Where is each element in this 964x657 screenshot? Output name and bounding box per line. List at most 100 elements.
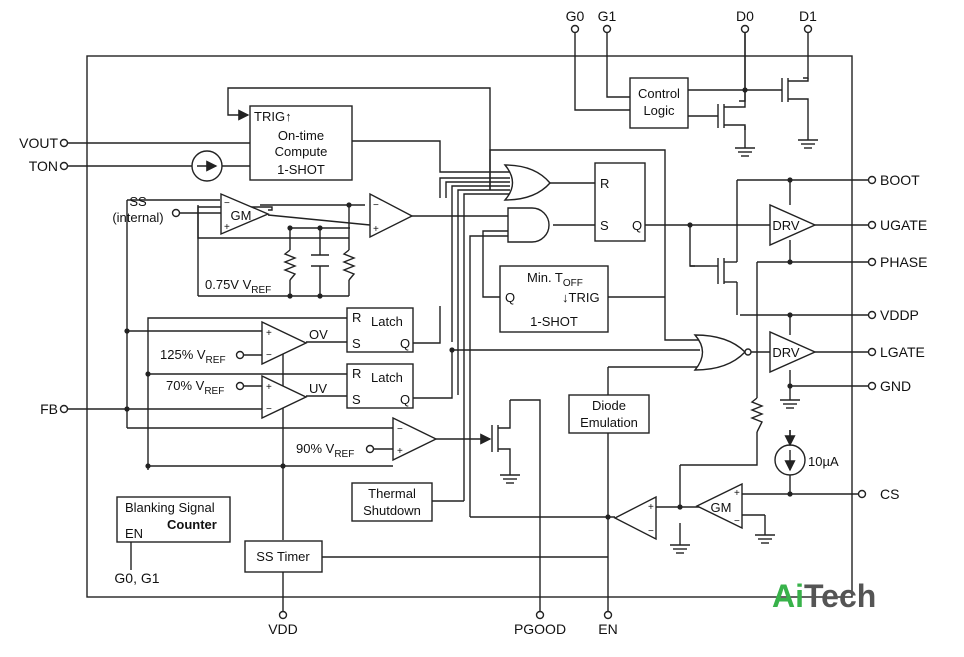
blanking-label-2: Counter: [167, 517, 217, 532]
ov-latch-q: Q: [400, 336, 410, 351]
blanking-label-1: Blanking Signal: [125, 500, 215, 515]
svg-text:−: −: [397, 424, 403, 435]
lgate-drv-label: DRV: [772, 345, 800, 360]
resistor-1: [283, 249, 297, 281]
svg-text:+: +: [734, 488, 740, 499]
svg-text:−: −: [224, 198, 230, 209]
uv-latch-s: S: [352, 392, 361, 407]
uv-comparator: [261, 374, 308, 420]
pin-g1-label: G1: [598, 8, 617, 24]
mintoff-label: Min. TOFF: [527, 270, 583, 289]
gm-amplifier-cs: [695, 482, 743, 530]
gnd-symbol-zc: [670, 544, 690, 554]
pin-ss-internal: [171, 208, 181, 218]
ss-timer-block: [244, 540, 323, 573]
sr-flipflop: [594, 162, 646, 242]
mintoff-q-label: Q: [505, 290, 515, 305]
uv-latch-q: Q: [400, 392, 410, 407]
boot-switch-mosfet: [690, 258, 737, 284]
ref075-label: 0.75V VREF: [205, 277, 271, 296]
pin-lgate-label: LGATE: [880, 344, 925, 360]
pin-vout-label: VOUT: [19, 135, 58, 151]
svg-text:−: −: [373, 200, 379, 211]
svg-text:+: +: [224, 222, 230, 233]
ontime-trig-label: TRIG↑: [254, 109, 292, 124]
ugate-drv-label: DRV: [772, 218, 800, 233]
pin-en: [603, 610, 613, 620]
control-logic-block: [629, 77, 689, 129]
pin-vdd: [278, 610, 288, 620]
ref70-node: [235, 381, 245, 391]
uv-latch-r: R: [352, 366, 361, 381]
svg-text:+: +: [648, 502, 654, 513]
pin-vddp: [867, 310, 877, 320]
zero-cross-comparator: [613, 495, 657, 541]
current-source-label: 10µA: [808, 454, 839, 469]
ss-timer-label: SS Timer: [256, 549, 310, 564]
thermal-label-1: Thermal: [368, 486, 416, 501]
svg-text:+: +: [266, 328, 272, 339]
ref125-label: 125% VREF: [160, 347, 226, 366]
pin-d1-label: D1: [799, 8, 817, 24]
lgate-driver: [769, 330, 817, 374]
pins: G0 G1 D0 D1 VOUT TON FB BOOT UGATE PHASE…: [19, 8, 927, 637]
sr-q-label: Q: [632, 218, 642, 233]
pin-g0-label: G0: [566, 8, 585, 24]
pgood-comparator: [392, 416, 438, 462]
ss-internal-label: (internal): [112, 210, 163, 225]
diode-emulation-label-2: Emulation: [580, 415, 638, 430]
mintoff-oneshot-block: [499, 265, 609, 333]
svg-text:−: −: [266, 350, 272, 361]
pin-en-label: EN: [598, 621, 617, 637]
pin-ton: [59, 161, 69, 171]
pin-vddp-label: VDDP: [880, 307, 919, 323]
ontime-compute-block: [249, 105, 353, 181]
pin-d1: [803, 24, 813, 34]
uv-label: UV: [309, 381, 327, 396]
svg-text:−: −: [266, 404, 272, 415]
pin-cs-label: CS: [880, 486, 899, 502]
chip-outline: [86, 55, 853, 598]
thermal-label-2: Shutdown: [363, 503, 421, 518]
pin-g0g1-label: G0, G1: [114, 570, 159, 586]
gm-cs-label: GM: [711, 500, 732, 515]
pin-ton-label: TON: [29, 158, 58, 174]
diode-emulation-label-1: Diode: [592, 398, 626, 413]
pgood-nmos: [491, 400, 520, 484]
pin-phase: [867, 257, 877, 267]
ov-latch: [346, 307, 414, 353]
phase-resistor: [750, 397, 764, 433]
pin-d0: [740, 24, 750, 34]
ugate-driver: [769, 203, 817, 247]
gm-amplifier-top: [220, 192, 270, 236]
ov-latch-label: Latch: [371, 314, 403, 329]
ontime-label-1: On-time: [278, 128, 324, 143]
diode-emulation-block: [568, 394, 650, 434]
uv-latch-label: Latch: [371, 370, 403, 385]
pin-ugate-label: UGATE: [880, 217, 927, 233]
pin-vdd-label: VDD: [268, 621, 298, 637]
ov-latch-r: R: [352, 310, 361, 325]
pin-cs: [857, 489, 867, 499]
ov-comparator: [261, 320, 308, 366]
pin-g1: [602, 24, 612, 34]
ref70-label: 70% VREF: [166, 378, 224, 397]
d1-mosfet: [781, 78, 818, 149]
blanking-counter-block: [116, 496, 231, 543]
pin-gnd: [867, 381, 877, 391]
svg-text:+: +: [373, 224, 379, 235]
ontime-label-2: Compute: [275, 144, 328, 159]
ov-latch-s: S: [352, 336, 361, 351]
mintoff-oneshot-label: 1-SHOT: [530, 314, 578, 329]
pin-boot: [867, 175, 877, 185]
thermal-shutdown-block: [351, 482, 433, 522]
pin-ugate: [867, 220, 877, 230]
pin-d0-label: D0: [736, 8, 754, 24]
uv-latch: [346, 363, 414, 409]
watermark-logo: AiTech: [772, 578, 876, 614]
pin-phase-label: PHASE: [880, 254, 927, 270]
pin-lgate: [867, 347, 877, 357]
blanking-en-label: EN: [125, 526, 143, 541]
